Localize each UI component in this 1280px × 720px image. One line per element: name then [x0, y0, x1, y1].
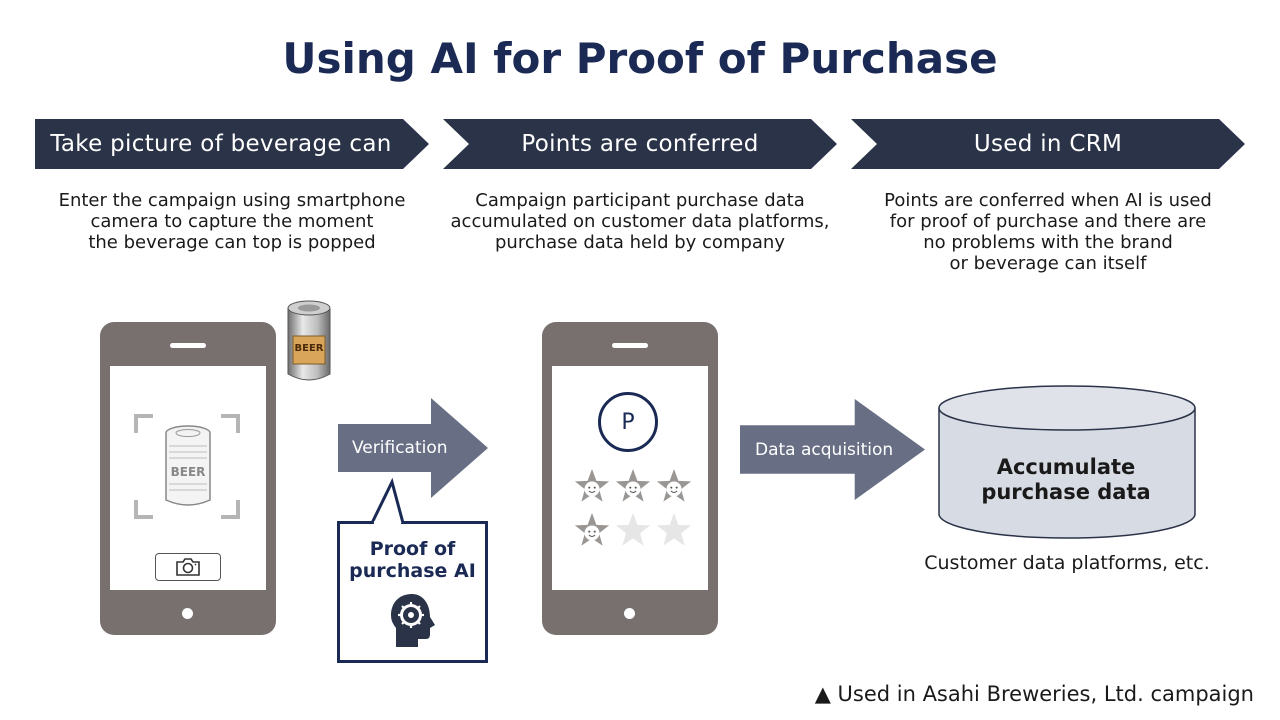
database-caption: Customer data platforms, etc.: [924, 552, 1210, 574]
can-label-text: BEER: [171, 465, 206, 479]
page-title: Using AI for Proof of Purchase: [282, 34, 998, 83]
step-1-header: Take picture of beverage can: [35, 119, 429, 169]
phone-speaker: [170, 343, 206, 348]
step-3-description-line: for proof of purchase and there are: [889, 211, 1207, 232]
step-2-description: Campaign participant purchase data accum…: [443, 190, 837, 253]
step-2-description-line: Campaign participant purchase data: [475, 190, 805, 211]
step-2-header: Points are conferred: [443, 119, 837, 169]
beer-can-icon: BEER: [287, 300, 331, 381]
points-symbol: P: [621, 409, 635, 435]
step-3-description-line: no problems with the brand: [923, 232, 1173, 253]
camera-shutter-button[interactable]: [155, 553, 221, 581]
ai-head-gears-icon: [391, 594, 435, 647]
verification-label: Verification: [352, 438, 448, 458]
star-filled-icon: [656, 469, 692, 502]
star-empty-icon: [656, 513, 692, 546]
step-2-description-line: purchase data held by company: [494, 232, 785, 253]
points-icon: P: [598, 392, 658, 452]
proof-ai-label-line2: purchase AI: [349, 560, 476, 582]
step-1-description-line: camera to capture the moment: [90, 211, 374, 232]
database-icon: [938, 385, 1196, 539]
proof-ai-label-line1: Proof of: [369, 538, 456, 560]
step-1-description-line: the beverage can top is popped: [88, 232, 376, 253]
star-filled-icon: [574, 513, 610, 546]
database-label-line2: purchase data: [981, 480, 1151, 504]
database-label-line1: Accumulate: [996, 455, 1136, 479]
footnote: ▲ Used in Asahi Breweries, Ltd. campaign: [814, 682, 1254, 706]
step-3-description: Points are conferred when AI is used for…: [851, 190, 1245, 274]
beer-can-sketch-icon: BEER: [165, 425, 211, 506]
step-2-description-line: accumulated on customer data platforms,: [450, 211, 830, 232]
step-3-description-line: or beverage can itself: [949, 253, 1147, 274]
data-acquisition-label: Data acquisition: [755, 440, 894, 460]
can-brand-text: BEER: [295, 343, 324, 354]
star-filled-icon: [574, 469, 610, 502]
database-label: Accumulate purchase data: [940, 455, 1192, 505]
step-3-header: Used in CRM: [851, 119, 1245, 169]
proof-ai-label: Proof of purchase AI: [337, 538, 488, 582]
star-empty-icon: [615, 513, 651, 546]
phone-speaker: [612, 343, 648, 348]
camera-icon: [176, 558, 200, 576]
step-1-description: Enter the campaign using smartphone came…: [35, 190, 429, 253]
step-1-description-line: Enter the campaign using smartphone: [58, 190, 406, 211]
step-3-description-line: Points are conferred when AI is used: [884, 190, 1212, 211]
phone-home-button: [182, 608, 193, 619]
phone-home-button: [624, 608, 635, 619]
star-filled-icon: [615, 469, 651, 502]
